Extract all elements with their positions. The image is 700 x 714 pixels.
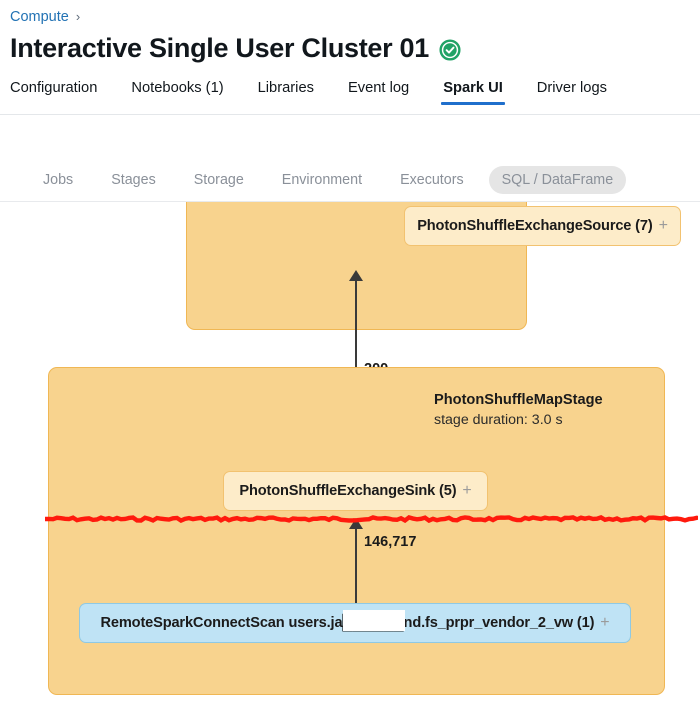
sql-query-plan-graph[interactable]: PhotonShuffleExchangeSource (7) + 200 Ph… xyxy=(0,200,700,714)
tab-spark-ui[interactable]: Spark UI xyxy=(441,78,505,105)
tab-driver-logs[interactable]: Driver logs xyxy=(536,80,607,96)
page-title: Interactive Single User Cluster 01 xyxy=(10,33,429,63)
plan-node-label: PhotonShuffleExchangeSink (5) xyxy=(239,483,457,499)
stage-caption: PhotonShuffleMapStage stage duration: 3.… xyxy=(434,390,603,430)
tab-notebooks[interactable]: Notebooks (1) xyxy=(131,80,224,96)
expand-icon[interactable]: + xyxy=(600,614,610,631)
subtab-storage[interactable]: Storage xyxy=(193,172,244,188)
subtab-stages[interactable]: Stages xyxy=(111,172,156,188)
subtab-executors[interactable]: Executors xyxy=(400,172,464,188)
plan-node-photon-shuffle-exchange-sink[interactable]: PhotonShuffleExchangeSink (5) + xyxy=(223,471,488,511)
redaction-block xyxy=(343,610,405,631)
plan-node-label: PhotonShuffleExchangeSource (7) xyxy=(417,218,653,234)
expand-icon[interactable]: + xyxy=(658,217,668,234)
tab-event-log[interactable]: Event log xyxy=(347,80,410,96)
plan-edge-scan-to-sink xyxy=(355,526,357,604)
tab-configuration[interactable]: Configuration xyxy=(10,80,98,96)
subtab-sql-dataframe[interactable]: SQL / DataFrame xyxy=(488,166,627,194)
page-title-row: Interactive Single User Cluster 01 xyxy=(10,32,461,64)
breadcrumb-item-compute[interactable]: Compute xyxy=(10,9,69,25)
spark-ui-subtabs: Jobs Stages Storage Environment Executor… xyxy=(0,159,700,202)
tab-libraries[interactable]: Libraries xyxy=(257,80,314,96)
chevron-right-icon: › xyxy=(75,9,81,24)
tabs-divider xyxy=(0,114,700,115)
edge-label-rows-146717: 146,717 xyxy=(364,534,417,550)
arrow-head-icon xyxy=(349,518,363,529)
plan-node-photon-shuffle-exchange-source[interactable]: PhotonShuffleExchangeSource (7) + xyxy=(404,206,681,246)
arrow-head-icon xyxy=(349,270,363,281)
breadcrumb: Compute › xyxy=(10,7,80,27)
stage-duration: stage duration: 3.0 s xyxy=(434,412,563,428)
subtab-environment[interactable]: Environment xyxy=(281,172,363,188)
subtab-jobs[interactable]: Jobs xyxy=(43,172,74,188)
stage-name: PhotonShuffleMapStage xyxy=(434,392,603,408)
check-circle-icon xyxy=(439,38,461,61)
expand-icon[interactable]: + xyxy=(462,482,472,499)
cluster-tabs: Configuration Notebooks (1) Libraries Ev… xyxy=(0,78,700,114)
